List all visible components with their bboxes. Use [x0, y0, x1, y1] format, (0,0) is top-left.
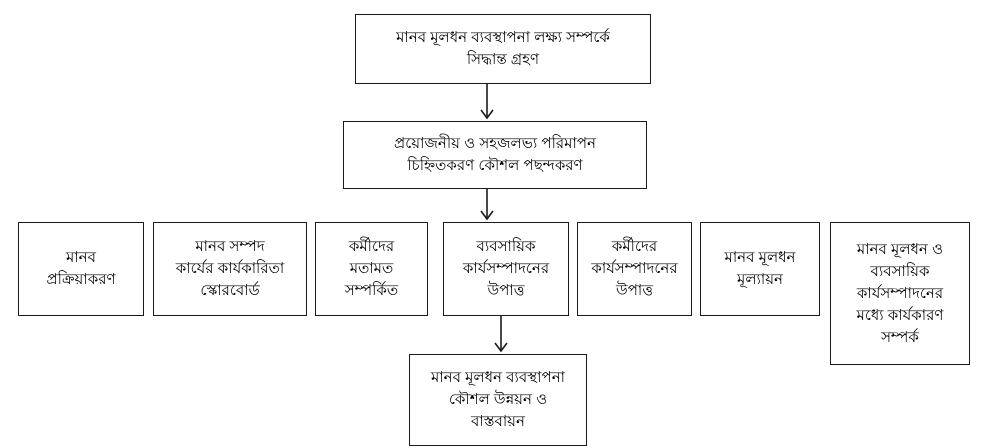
- goal-decision-box: মানব মূলধন ব্যবস্থাপনা লক্ষ্য সম্পর্কে স…: [355, 14, 651, 84]
- business-performance-data-box: ব্যবসায়িক কার্যসম্পাদনের উপাত্ত: [443, 222, 569, 316]
- hr-effectiveness-scoreboard-box: মানব সম্পদ কার্যের কার্যকারিতা স্কোরবোর্…: [153, 222, 307, 316]
- down-arrow-icon: [480, 84, 494, 120]
- down-arrow-icon: [480, 189, 494, 221]
- employee-opinion-box: কর্মীদের মতামত সম্পর্কিত: [315, 222, 428, 316]
- down-arrow-icon: [494, 316, 508, 353]
- causal-relationship-box: মানব মূলধন ও ব্যবসায়িক কার্যসম্পাদনের ম…: [830, 222, 970, 365]
- strategy-implementation-box: মানব মূলধন ব্যবস্থাপনা কৌশল উন্নয়ন ও বা…: [409, 354, 587, 446]
- human-capital-valuation-box: মানব মূলধন মূল্যায়ন: [700, 222, 820, 316]
- employee-performance-data-box: কর্মীদের কার্যসম্পাদনের উপাত্ত: [577, 222, 692, 316]
- human-processing-box: মানব প্রক্রিয়াকরণ: [18, 222, 144, 316]
- measure-selection-box: প্রয়োজনীয় ও সহজলভ্য পরিমাপন চিহ্নিতকরণ…: [343, 121, 647, 189]
